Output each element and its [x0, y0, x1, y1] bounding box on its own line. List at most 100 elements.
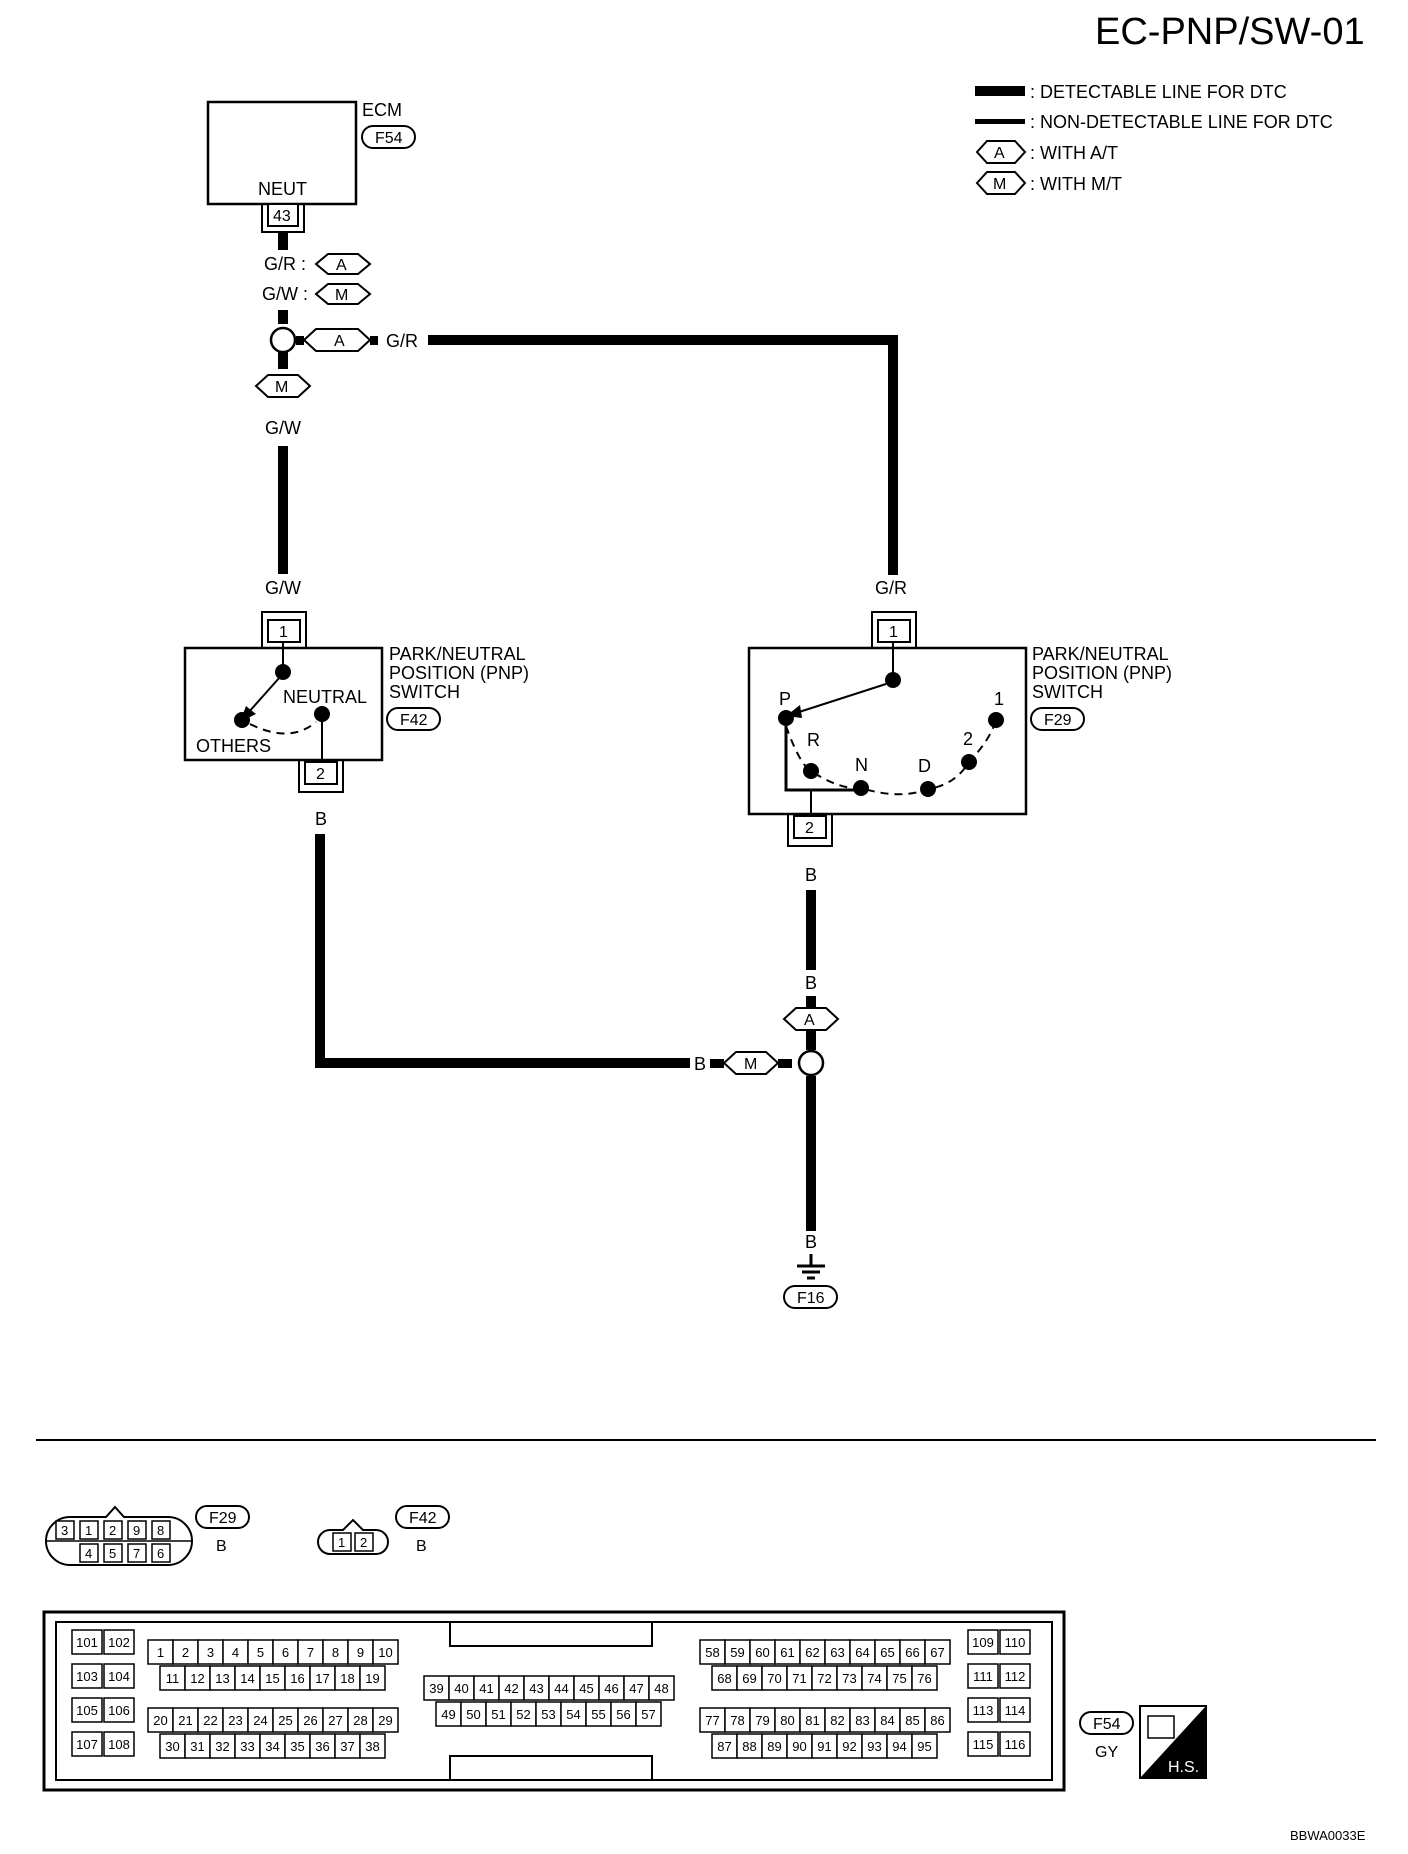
- f54-pin-label: 8: [332, 1645, 339, 1660]
- f54-pin: [159, 1665, 186, 1691]
- hs-connector-icon: [1147, 1715, 1175, 1739]
- f54-pin-label: 78: [730, 1713, 744, 1728]
- wire-b-at-stub-2: [806, 1030, 816, 1050]
- connector-face-f42: 1 2 F42 B: [317, 1505, 450, 1555]
- f54-pin: [874, 1707, 901, 1733]
- f54-pin: [774, 1707, 801, 1733]
- mt-pin1-number: 1: [279, 624, 288, 641]
- f54-pin: [372, 1639, 399, 1665]
- f54-pin-label: 17: [315, 1671, 329, 1686]
- f54-pin-label: 113: [973, 1703, 994, 1718]
- ecm-block: ECM F54 NEUT 43: [206, 100, 416, 233]
- f54-pin: [147, 1639, 174, 1665]
- f54-pin: [535, 1701, 562, 1727]
- f54-pin: [359, 1665, 386, 1691]
- f54-pin-label: 38: [365, 1739, 379, 1754]
- f54-pin: [999, 1629, 1031, 1655]
- f54-top-key: [449, 1621, 653, 1647]
- f54-pin: [147, 1707, 174, 1733]
- tag-mt-1: [314, 283, 372, 305]
- f54-pin-label: 75: [892, 1671, 906, 1686]
- f29-pin: [79, 1520, 99, 1540]
- f29-pin-label: 2: [109, 1523, 116, 1538]
- legend-at-tag: [975, 140, 1027, 164]
- f54-pin-label: 63: [830, 1645, 844, 1660]
- f54-bottom-key: [449, 1755, 653, 1781]
- f54-pin: [347, 1707, 374, 1733]
- f54-pin-label: 82: [830, 1713, 844, 1728]
- f54-pin: [967, 1731, 999, 1757]
- f54-id-text: F54: [1093, 1716, 1121, 1733]
- ecm-pin-box: [267, 203, 299, 227]
- f29-color: B: [216, 1538, 227, 1555]
- f42-id-tag: [395, 1505, 450, 1529]
- f54-pin: [761, 1733, 788, 1759]
- f29-pin: [127, 1543, 147, 1563]
- f42-pin: [332, 1532, 352, 1552]
- f54-pin: [967, 1663, 999, 1689]
- f29-pin-label: 7: [133, 1546, 140, 1561]
- f54-pin-label: 71: [792, 1671, 806, 1686]
- wire-splice-right-stub: [296, 336, 304, 345]
- f54-pin-label: 57: [641, 1707, 655, 1722]
- f54-pin-label: 86: [930, 1713, 944, 1728]
- at-label-r: R: [807, 730, 820, 750]
- f29-top-row: 3 1 2 9 8: [55, 1520, 171, 1540]
- f54-pin: [786, 1665, 813, 1691]
- f54-pin-label: 58: [705, 1645, 719, 1660]
- f54-pin-label: 9: [357, 1645, 364, 1660]
- at-dashed-arc: [785, 719, 997, 796]
- f54-pin: [999, 1663, 1031, 1689]
- f54-pin-label: 92: [842, 1739, 856, 1754]
- f54-pin: [824, 1707, 851, 1733]
- at-connector-tag: [1030, 707, 1085, 731]
- legend-nondetectable-text: : NON-DETECTABLE LINE FOR DTC: [1030, 112, 1333, 132]
- f54-pin: [911, 1733, 938, 1759]
- mt-others-label: OTHERS: [196, 736, 271, 756]
- f54-pin: [811, 1733, 838, 1759]
- wire-b-ground: [806, 1076, 816, 1231]
- mt-dashed-arc: [249, 721, 317, 735]
- f54-pin: [71, 1697, 103, 1723]
- f54-pin-label: 16: [290, 1671, 304, 1686]
- f54-pin: [635, 1701, 662, 1727]
- ecm-pin-number: 43: [273, 208, 291, 225]
- f54-pin-label: 89: [767, 1739, 781, 1754]
- f54-pin-label: 7: [307, 1645, 314, 1660]
- figure-code: BBWA0033E: [1290, 1828, 1366, 1843]
- f54-pin-label: 116: [1005, 1737, 1026, 1752]
- wire-gw-main: [278, 446, 288, 574]
- ecm-connector-tag: [361, 125, 416, 149]
- wire-splice-right-stub-2: [370, 336, 378, 345]
- legend-detectable-text: : DETECTABLE LINE FOR DTC: [1030, 82, 1287, 102]
- f54-pin-label: 106: [108, 1703, 130, 1718]
- tag-at-1-text: A: [336, 257, 347, 274]
- mt-name-3: SWITCH: [389, 682, 460, 702]
- f54-pin-label: 43: [529, 1681, 543, 1696]
- f54-pin-label: 6: [282, 1645, 289, 1660]
- wire-b-at-stub: [806, 996, 816, 1008]
- wire-b-at: [806, 890, 816, 970]
- wire-label-gw-low: G/W: [265, 578, 301, 598]
- f54-pin-label: 14: [240, 1671, 254, 1686]
- f54-pin-label: 28: [353, 1713, 367, 1728]
- f54-pin-label: 12: [190, 1671, 204, 1686]
- at-pin2-number: 2: [805, 820, 814, 837]
- f54-pin: [309, 1665, 336, 1691]
- f54-pin: [103, 1697, 135, 1723]
- mt-pin2-box: [304, 761, 338, 785]
- f54-pin: [849, 1707, 876, 1733]
- at-common-contact: [885, 672, 901, 688]
- at-contact-p: [778, 710, 794, 726]
- f54-pin-label: 105: [76, 1703, 98, 1718]
- f54-pin: [372, 1707, 399, 1733]
- f54-id-tag: [1079, 1711, 1134, 1735]
- hs-symbol-fill: [1140, 1706, 1206, 1778]
- f54-pin: [585, 1701, 612, 1727]
- f54-pin: [71, 1629, 103, 1655]
- wire-splice-down-stub: [278, 352, 288, 369]
- f29-pin: [103, 1543, 123, 1563]
- at-label-2: 2: [963, 729, 973, 749]
- f54-pin: [724, 1639, 751, 1665]
- f54-pin: [172, 1707, 199, 1733]
